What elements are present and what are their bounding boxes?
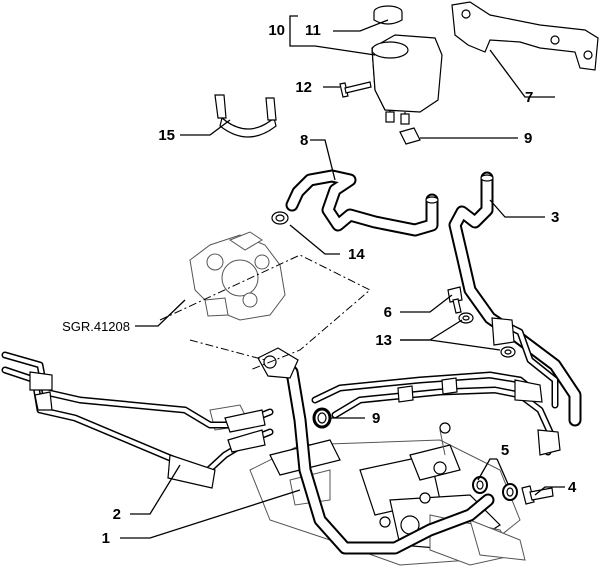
callout-6: 6 [384,304,392,321]
reservoir-cap [373,5,403,25]
callout-12: 12 [295,79,312,96]
power-steering-pump [189,231,286,321]
pump-group-boundary-lower [189,339,266,361]
callout-2: 2 [113,506,121,523]
callout-4: 4 [568,479,577,496]
pump-group-boundary [159,254,371,371]
callout-10: 10 [268,22,285,39]
callout-15: 15 [158,127,175,144]
leader-lines [120,15,565,539]
callout-13: 13 [375,332,392,349]
washer-13 [458,312,516,358]
callout-8: 8 [300,132,308,149]
banjo-bolt-4 [521,485,554,505]
seal-9-lower [312,407,332,429]
callout-11: 11 [305,22,321,39]
pressure-pipes [311,317,561,456]
callout-14: 14 [348,246,365,263]
clip-9-upper [399,127,421,145]
pump-group-reference: SGR.41208 [62,319,130,334]
callout-7: 7 [525,89,533,106]
hose-8 [285,169,439,237]
callout-5: 5 [501,442,509,459]
callout-3: 3 [551,209,559,226]
hose-3 [448,171,582,427]
callout-9-lower: 9 [372,410,380,427]
callout-1: 1 [102,530,110,547]
hose-1 [257,347,495,555]
clamp-15 [214,94,277,138]
callout-9-upper: 9 [524,130,532,147]
pipes-2 [1,351,274,489]
mounting-bracket [451,1,599,71]
bolt-6 [447,286,463,314]
seal-14 [271,211,289,225]
reservoir [371,34,443,125]
washers-5 [472,476,518,501]
bolt-12 [339,81,372,98]
